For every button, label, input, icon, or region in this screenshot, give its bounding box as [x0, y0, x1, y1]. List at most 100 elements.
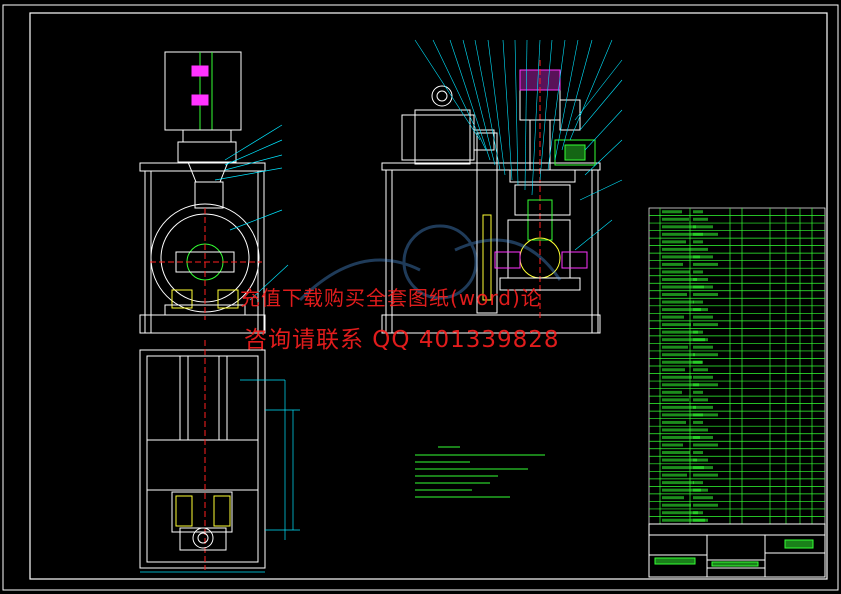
parts-table-cell-text: [662, 451, 690, 455]
parts-table-cell-text: [693, 210, 703, 214]
parts-table-cell-text: [662, 398, 689, 402]
front-view: [139, 51, 289, 334]
parts-table-cell-text: [693, 496, 713, 500]
front-motor: [164, 51, 242, 131]
tech-notes: [415, 446, 545, 498]
parts-table-cell-text: [693, 262, 718, 266]
parts-table-cell-text: [693, 451, 703, 455]
outer-frame: [2, 4, 839, 591]
parts-table-cell-text: [693, 375, 713, 379]
parts-table-cell-text: [662, 390, 682, 394]
parts-table-cell-text: [693, 413, 718, 417]
parts-table-cell-text: [693, 232, 718, 236]
parts-table-cell-text: [693, 217, 708, 221]
parts-table-cell-text: [662, 330, 698, 334]
parts-table-cell-text: [662, 285, 704, 289]
parts-table-cell-text: [693, 466, 713, 470]
parts-table-cell-text: [662, 240, 686, 244]
parts-table-cell-text: [693, 255, 713, 259]
parts-table-cell-text: [693, 383, 718, 387]
parts-table-cell-text: [662, 277, 697, 281]
parts-table-cell-text: [662, 518, 705, 522]
top-view-frame: [139, 349, 266, 569]
parts-table-cell-text: [662, 405, 696, 409]
parts-table-cell-text: [662, 481, 694, 485]
parts-table-cell-text: [693, 300, 703, 304]
parts-table-cell-text: [693, 225, 713, 229]
parts-table-cell-text: [662, 383, 699, 387]
parts-list-table: [648, 207, 826, 525]
parts-table-cell-text: [662, 420, 686, 424]
parts-table-cell-text: [693, 435, 713, 439]
side-motor: [401, 114, 475, 161]
parts-table-cell-text: [693, 503, 718, 507]
parts-table-cell-text: [693, 398, 708, 402]
logo-watermark: [298, 224, 562, 302]
parts-table-cell-text: [693, 308, 708, 312]
parts-table-cell-text: [662, 232, 703, 236]
parts-table-cell-text: [662, 368, 685, 372]
parts-table-cell-text: [693, 458, 708, 462]
parts-table-cell-text: [662, 458, 697, 462]
parts-table-cell-text: [662, 323, 691, 327]
parts-table-cell-text: [693, 420, 703, 424]
parts-table-cell-text: [693, 330, 703, 334]
parts-table-cell-text: [693, 285, 713, 289]
parts-table-cell-text: [662, 428, 693, 432]
parts-table-cell-text: [662, 345, 688, 349]
parts-table-cell-text: [662, 353, 695, 357]
parts-table-cell-text: [662, 503, 691, 507]
parts-table-cell-text: [693, 368, 708, 372]
parts-table-cell-text: [662, 496, 684, 500]
parts-table-cell-text: [693, 293, 718, 297]
parts-table-cell-text: [662, 270, 690, 274]
parts-table-cell-text: [662, 360, 702, 364]
parts-table-cell-text: [662, 225, 696, 229]
parts-table-cell-text: [662, 293, 687, 297]
parts-table-cell-text: [693, 323, 718, 327]
watermark-contact-notice: 咨询请联系 QQ 401339828: [244, 327, 560, 353]
parts-table-cell-text: [662, 511, 698, 515]
parts-table-cell-text: [662, 488, 701, 492]
parts-table-cell-text: [662, 413, 703, 417]
parts-table-cell-text: [662, 315, 684, 319]
parts-table-cell-text: [693, 247, 708, 251]
parts-table-cell-text: [693, 270, 703, 274]
parts-table-cell-text: [662, 255, 700, 259]
parts-table-cell-text: [662, 435, 700, 439]
parts-table-cell-text: [662, 443, 683, 447]
top-view: [139, 340, 300, 573]
side-view: [381, 39, 623, 334]
parts-table-cell-text: [693, 511, 703, 515]
parts-table-cell-text: [662, 375, 692, 379]
parts-table-cell-text: [693, 518, 708, 522]
parts-table-cell-text: [693, 390, 703, 394]
parts-table-cell-text: [693, 315, 713, 319]
parts-table-cell-text: [662, 210, 682, 214]
parts-table-cell-text: [693, 473, 718, 477]
parts-table-cell-text: [662, 308, 701, 312]
parts-table-cell-text: [662, 247, 693, 251]
parts-table-cell-text: [693, 277, 708, 281]
parts-table-cell-text: [693, 481, 703, 485]
parts-table-cell-text: [693, 488, 708, 492]
front-table-top: [139, 162, 266, 172]
parts-table-cell-text: [662, 338, 705, 342]
title-block: [648, 523, 826, 578]
parts-table-cell-text: [662, 217, 689, 221]
parts-table-cell-text: [693, 360, 703, 364]
parts-table-cell-text: [693, 443, 718, 447]
watermark-download-notice: 充值下载购买全套图纸(word)论: [240, 286, 542, 310]
parts-table-cell-text: [693, 338, 708, 342]
parts-table-cell-text: [693, 353, 718, 357]
parts-table-cell-text: [662, 466, 704, 470]
parts-table-cell-text: [693, 345, 713, 349]
parts-table-cell-text: [693, 428, 708, 432]
parts-table-cell-text: [662, 473, 687, 477]
parts-table-cell-text: [662, 262, 683, 266]
parts-table-cell-text: [693, 240, 703, 244]
parts-table-cell-text: [693, 405, 713, 409]
parts-table-cell-text: [662, 300, 694, 304]
inner-frame: [29, 12, 828, 580]
